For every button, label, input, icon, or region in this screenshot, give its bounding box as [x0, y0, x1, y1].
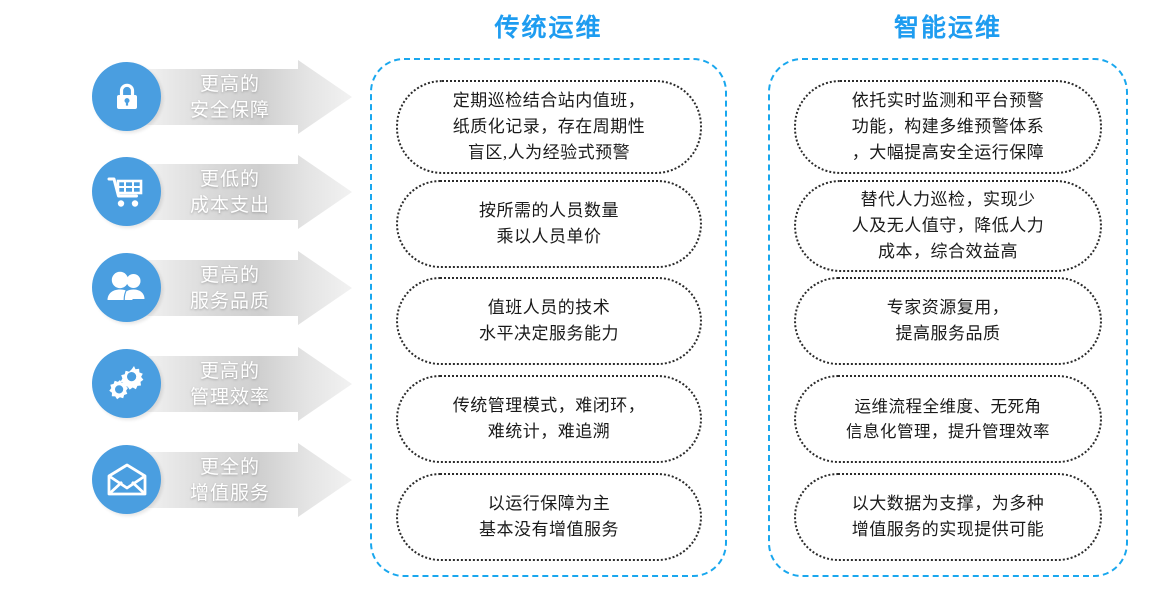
gears-icon: [92, 349, 161, 418]
card-traditional-5[interactable]: 以运行保障为主 基本没有增值服务: [396, 473, 702, 561]
lock-icon: [92, 62, 161, 131]
column-title-traditional: 传统运维: [494, 14, 603, 42]
column-title-intelligent: 智能运维: [893, 14, 1002, 42]
card-intelligent-3[interactable]: 专家资源复用， 提高服务品质: [794, 277, 1102, 365]
card-intelligent-1[interactable]: 依托实时监测和平台预警 功能，构建多维预警体系 ，大幅提高安全运行保障: [794, 80, 1102, 174]
card-traditional-1[interactable]: 定期巡检结合站内值班， 纸质化记录，存在周期性 盲区,人为经验式预警: [396, 80, 702, 174]
users-icon: [92, 253, 161, 322]
rail-row-2: 更低的 成本支出: [92, 155, 352, 229]
rail-label-2: 更低的 成本支出: [189, 169, 270, 216]
card-intelligent-4[interactable]: 运维流程全维度、无死角 信息化管理，提升管理效率: [794, 375, 1102, 463]
card-traditional-2[interactable]: 按所需的人员数量 乘以人员单价: [396, 180, 702, 268]
arrow-banner-3: [130, 251, 352, 325]
arrow-banner-4: [130, 347, 352, 421]
rail-row-3: 更高的 服务品质: [92, 251, 352, 325]
rail-label-5: 更全的 增值服务: [189, 457, 270, 504]
arrow-banner-5: [130, 443, 352, 517]
rail-row-5: 更全的 增值服务: [92, 443, 352, 517]
cart-icon: [92, 157, 161, 226]
card-traditional-4[interactable]: 传统管理模式，难闭环， 难统计，难追溯: [396, 375, 702, 463]
card-intelligent-5[interactable]: 以大数据为支撑，为多种 增值服务的实现提供可能: [794, 473, 1102, 561]
rail-label-3: 更高的 服务品质: [189, 265, 270, 312]
column-container-traditional: [370, 58, 727, 577]
rail-label-4: 更高的 管理效率: [189, 361, 270, 408]
rail-row-4: 更高的 管理效率: [92, 347, 352, 421]
rail-row-1: 更高的 安全保障: [92, 60, 352, 134]
arrow-banner-2: [130, 155, 352, 229]
arrow-banner-1: [130, 60, 352, 134]
column-container-intelligent: [768, 58, 1128, 577]
envelope-icon: [92, 445, 161, 514]
rail-label-1: 更高的 安全保障: [189, 74, 270, 121]
card-intelligent-2[interactable]: 替代人力巡检，实现少 人及无人值守，降低人力 成本，综合效益高: [794, 180, 1102, 272]
card-traditional-3[interactable]: 值班人员的技术 水平决定服务能力: [396, 277, 702, 365]
